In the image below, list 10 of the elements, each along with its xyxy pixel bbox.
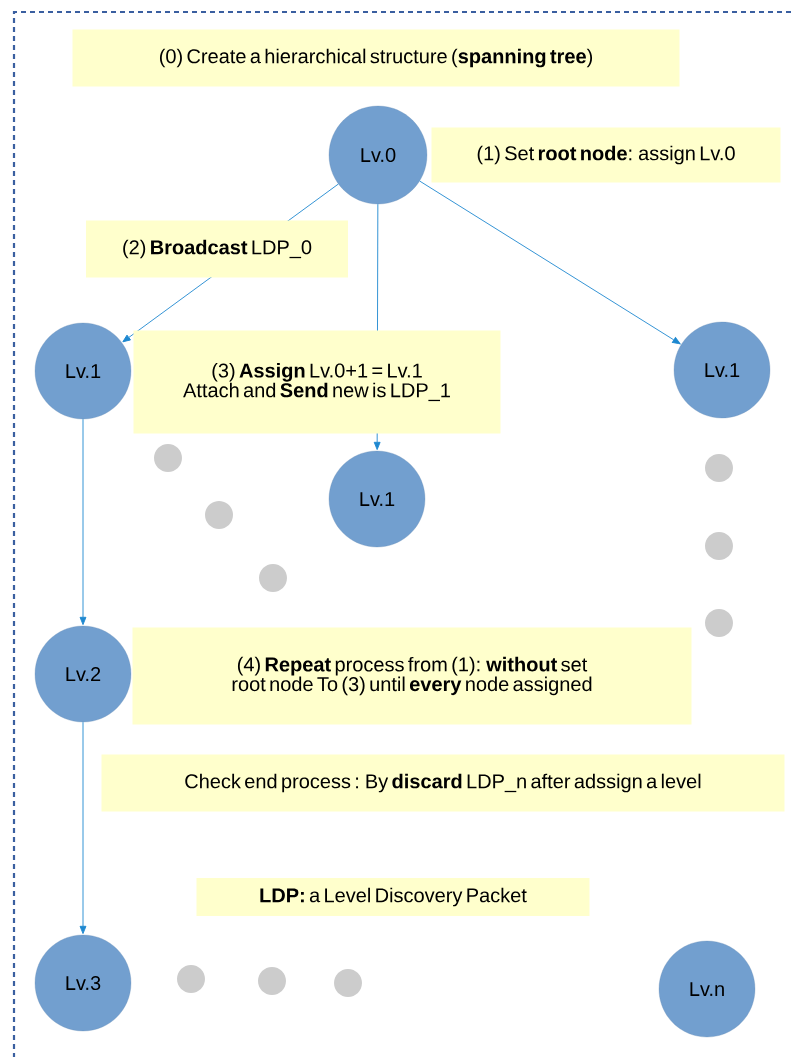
note-box: (4) Repeat process from (1): without set root node To (3) until every node assigned (132, 627, 692, 725)
arrow (79, 721, 87, 935)
edge-label: (2) Broadcast LDP_0 (86, 220, 348, 278)
arrow (419, 180, 681, 345)
edge-label: (3) Assign Lv.0+1 = Lv.1 Attach and Send new is LDP_1 (133, 330, 501, 434)
note-box: (1) Set root node: assign Lv.0 (431, 127, 781, 183)
note-box: Check end process : By discard LDP_n after adssign a level (101, 754, 785, 812)
note-box: (0) Create a hierarchical structure (spanning tree) (72, 29, 680, 87)
note-box: LDP: a Level Discovery Packet (196, 878, 590, 916)
arrow (79, 418, 87, 626)
